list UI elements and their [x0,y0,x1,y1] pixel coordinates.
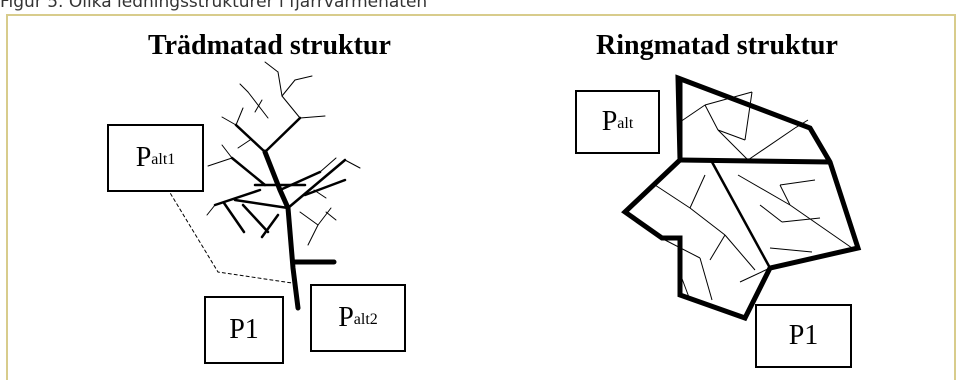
tree-medium-branches [213,116,347,239]
tree-network [154,61,361,311]
p-alt-subscript: alt [617,115,634,132]
p1-tree-label: P1 [229,314,259,345]
tree-structure-title: Trädmatad struktur [148,30,391,61]
figure-frame [6,14,956,380]
ring-outer-loop [621,74,862,322]
ring-cross-pipe-horizontal [679,157,831,165]
p-alt1-subscript: alt1 [151,151,176,168]
p-alt2-subscript: alt2 [353,311,378,328]
ring-network [621,74,862,322]
p-alt1-label: P [135,142,152,173]
alt-connection-dashed [154,167,293,284]
p-alt-label: P [601,106,618,137]
p-alt2-label: P [338,302,354,333]
p1-box-ring: P1 [755,304,852,368]
ring-thick-pipes [621,74,862,322]
ring-diagonal-pipe [710,161,772,269]
figure-caption: Figur 5. Olika ledningsstrukturer i fjär… [0,0,428,12]
tree-trunk [262,149,301,311]
ring-structure-title: Ringmatad struktur [596,30,838,61]
p1-ring-label: P1 [788,320,819,351]
tree-thin-twigs [206,61,361,246]
p1-box-tree: P1 [204,296,284,364]
ring-thin-pipes [654,91,853,301]
